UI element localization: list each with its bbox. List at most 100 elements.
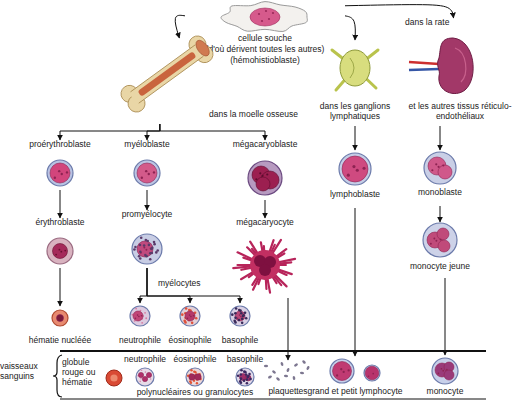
platelet [302, 360, 307, 365]
cytoplasm [330, 359, 354, 383]
node-text: dans la moelle osseuse [197, 110, 310, 120]
chromatin [261, 20, 263, 22]
chromatin [340, 368, 342, 370]
illustration-group [118, 33, 217, 116]
node-text: hématie nucléée [15, 336, 105, 346]
granule [234, 312, 237, 315]
nucleus [189, 374, 195, 380]
cytoplasm [248, 161, 282, 195]
granule [151, 252, 154, 255]
arrow-connector [160, 124, 265, 140]
cytoplasm [339, 153, 371, 185]
granule [246, 378, 249, 381]
granule [145, 317, 147, 319]
illustration-group [106, 370, 122, 386]
chromatin [268, 18, 270, 20]
annotation-label: vaisseaux sanguins [0, 362, 54, 382]
bone-edge [131, 45, 196, 92]
granule [231, 313, 234, 316]
illustration-group [409, 38, 473, 94]
granule [184, 321, 187, 324]
arrow-connector [440, 126, 441, 150]
blood-cell: neutrophile [120, 355, 170, 387]
chromatin [187, 318, 189, 320]
chromatin [190, 316, 192, 318]
node-text: mégacaryocyte [220, 218, 310, 228]
granule [238, 309, 241, 312]
arrow-connector [288, 298, 289, 360]
granule [151, 247, 154, 250]
chromatin [141, 177, 143, 179]
chromatin [58, 170, 60, 172]
cytoplasm [424, 152, 456, 184]
granule [139, 250, 142, 253]
nucleus [185, 311, 195, 321]
illustration-group [47, 160, 73, 186]
curly-bracket [53, 355, 62, 397]
granule [240, 312, 243, 315]
cytoplasm [236, 368, 254, 386]
cytoplasm [186, 368, 204, 386]
arrow-connector [147, 190, 148, 210]
illustration-group [423, 223, 457, 257]
blood-cell: monocyte [410, 355, 480, 399]
nucleus [437, 228, 449, 240]
granule [139, 257, 142, 260]
cytoplasm [134, 160, 160, 186]
node-text: dans la rate [405, 18, 475, 28]
nucleus [444, 370, 454, 380]
chromatin [435, 163, 437, 165]
node-text: myéloblaste [102, 140, 192, 150]
chromatin [363, 167, 366, 170]
arrow-connector [265, 200, 266, 218]
stem-cytoplasm [221, 2, 307, 32]
nucleus [137, 163, 157, 183]
chromatin [431, 169, 433, 171]
illustration-group [424, 152, 456, 184]
marrow [137, 51, 196, 97]
illustration-group [236, 368, 254, 386]
platelet [280, 362, 284, 367]
platelet [306, 366, 310, 371]
granule [240, 381, 243, 384]
granule [240, 369, 243, 372]
chromatin [143, 247, 145, 249]
granule [240, 377, 243, 380]
bone-edge [139, 56, 204, 103]
chromatin [148, 173, 150, 175]
granule [148, 244, 151, 247]
arrow-connector [355, 208, 356, 356]
granule [135, 308, 137, 310]
chromatin [259, 172, 261, 174]
node-text: mégacaryoblaste [220, 140, 310, 150]
chromatin [347, 369, 349, 371]
granule [145, 371, 147, 373]
granule [191, 322, 194, 325]
chromatin [258, 13, 260, 15]
platelet [264, 365, 268, 368]
granule [246, 382, 249, 385]
arrow-connector [445, 278, 446, 355]
illustration-group [130, 306, 150, 326]
cytoplasm [130, 306, 150, 326]
myelocyte-cell: éosinophile [165, 303, 215, 348]
granule [139, 244, 142, 247]
illustration-group [132, 234, 162, 264]
granule [237, 374, 240, 377]
chromatin [64, 250, 66, 252]
node-text: et les autres tissus réticulo-endothélia… [395, 102, 525, 122]
nucleus [138, 372, 143, 377]
node-text: dans les ganglions lymphatiques [310, 102, 400, 122]
nucleus [333, 362, 352, 381]
chromatin [430, 243, 432, 245]
annotation-label: polynucléaires ou granulocytes [110, 388, 280, 398]
granule [242, 314, 245, 317]
blood-cell: éosinophile [170, 355, 220, 387]
blast-cell: myéloblaste [102, 140, 192, 190]
nucleus [438, 240, 450, 252]
node-text: promyélocyte [102, 210, 192, 220]
chromatin [343, 371, 345, 373]
red-cell [106, 370, 122, 386]
chromatin [60, 251, 62, 253]
chromatin [446, 369, 448, 371]
